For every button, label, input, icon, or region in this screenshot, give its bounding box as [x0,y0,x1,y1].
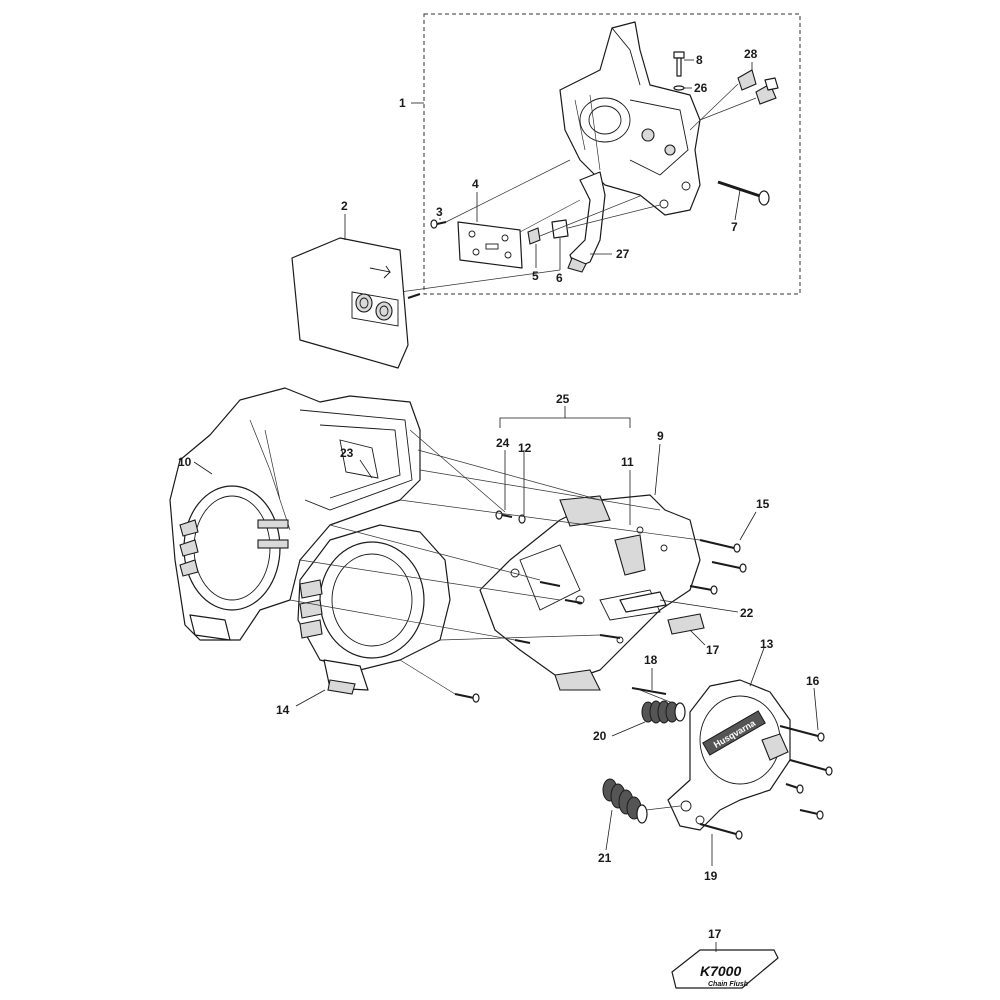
bolt-8 [673,51,685,91]
leader-7 [734,189,741,221]
leader-20 [611,721,646,737]
callout-4: 4 [472,177,479,191]
decal-subtitle-text: Chain Flush [708,981,748,988]
bolts-15 [454,539,747,703]
decal-model-text: K7000 [700,963,741,979]
guide-4 [519,199,581,233]
bolt-7 [717,180,770,206]
callout-17-upper: 17 [706,643,720,657]
bolts-16 [779,725,833,820]
part-6-clip [551,219,569,239]
callout-21: 21 [598,851,612,865]
screw-24 [495,510,513,520]
decal-17: K7000 Chain Flush [671,949,779,989]
crankcase-10 [169,387,421,641]
guide-6 [567,204,661,229]
guide-5 [539,195,641,237]
callout-16: 16 [806,674,820,688]
crankcase-14 [297,524,451,695]
guide-2 [399,269,561,293]
callout-25: 25 [556,392,570,406]
callout-24: 24 [496,436,510,450]
leader-9 [654,443,661,496]
callout-14: 14 [276,703,290,717]
leader-22 [659,599,739,613]
screw-3 [430,219,447,229]
leader-23 [359,459,373,479]
sticker-17-small [667,613,705,635]
leader-21 [605,809,613,851]
assembly-1-dashed-box [423,13,801,295]
leader-17a [689,629,706,646]
callout-6: 6 [556,271,563,285]
callout-27: 27 [616,247,630,261]
callout-7: 7 [731,220,738,234]
part-5-nut [527,227,541,245]
leader-25-bracket [499,417,631,428]
callout-20: 20 [593,729,607,743]
bolt-19-head [735,830,743,840]
leader-14 [295,689,326,707]
washer-12 [518,514,526,524]
spring-21 [602,778,648,824]
callout-15: 15 [756,497,770,511]
callout-1: 1 [399,96,406,110]
guide-21 [645,805,681,811]
callout-28: 28 [744,47,758,61]
callout-17-lower: 17 [708,927,722,941]
callout-12: 12 [518,441,532,455]
callout-3: 3 [436,205,443,219]
bracket-27 [567,171,606,273]
clutch-cover-13: Husqvarna [667,679,791,831]
bolt-18 [631,687,667,695]
guide-28a [689,83,739,131]
leader-13 [749,647,765,687]
chain-guard-housing [559,21,701,216]
plate-4 [457,221,523,269]
leader-15 [739,511,757,541]
callout-11: 11 [621,455,634,469]
plug-28 [737,69,779,105]
spring-20 [641,700,686,724]
callout-5: 5 [532,269,539,283]
callout-22: 22 [740,606,754,620]
callout-18: 18 [644,653,658,667]
bolt-19 [699,823,737,835]
callout-19: 19 [704,869,718,883]
callout-9: 9 [657,429,664,443]
guide-3 [445,159,571,223]
callout-8: 8 [696,53,703,67]
leader-10 [193,461,213,475]
guide-28b [699,97,757,121]
callout-23: 23 [340,446,354,460]
leader-16 [813,687,819,731]
guard-cover-2 [291,237,421,369]
callout-10: 10 [178,455,192,469]
guide-lines-main [289,429,701,707]
callout-13: 13 [760,637,774,651]
callout-2: 2 [341,199,348,213]
callout-26: 26 [694,81,708,95]
bracket-9 [479,494,701,691]
sticker-22 [619,591,667,613]
